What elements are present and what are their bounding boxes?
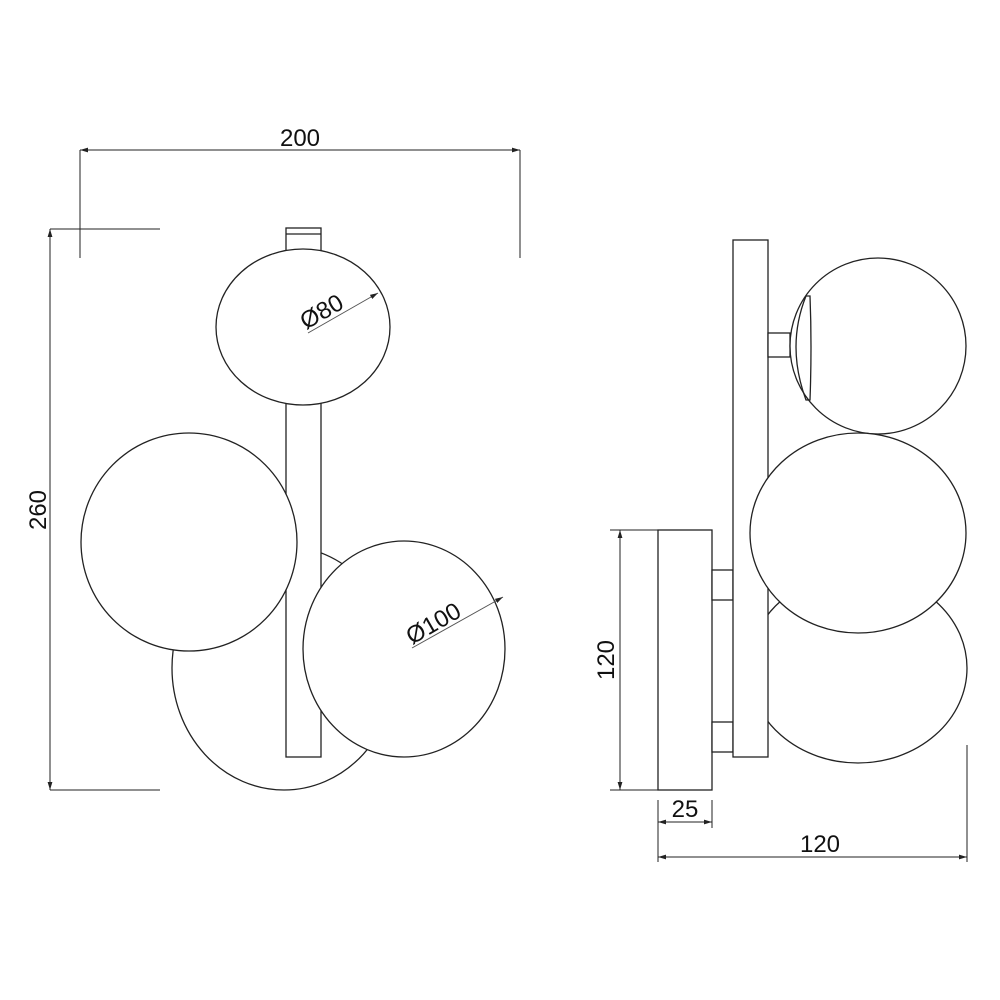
side-view: 120 25 120 [593,239,968,862]
top-globe [215,248,391,406]
top-globe-side [789,257,967,435]
base-depth-label: 25 [672,796,699,823]
diameter-80-leader [307,292,379,334]
width-label: 200 [280,125,320,152]
mount-stub-lower [711,721,734,753]
middle-globe-side [749,432,967,634]
diameter-100-leader [411,596,504,649]
globe-stub [767,332,791,358]
left-globe [80,432,298,652]
right-globe [302,540,506,758]
wall-plate [657,529,713,791]
front-view: Ø80 Ø100 200 260 [25,125,521,791]
height-label: 260 [25,490,52,530]
base-height-label: 120 [593,640,620,680]
total-depth-label: 120 [800,831,840,858]
globe-cup [795,295,812,401]
mount-stub-upper [711,569,734,601]
